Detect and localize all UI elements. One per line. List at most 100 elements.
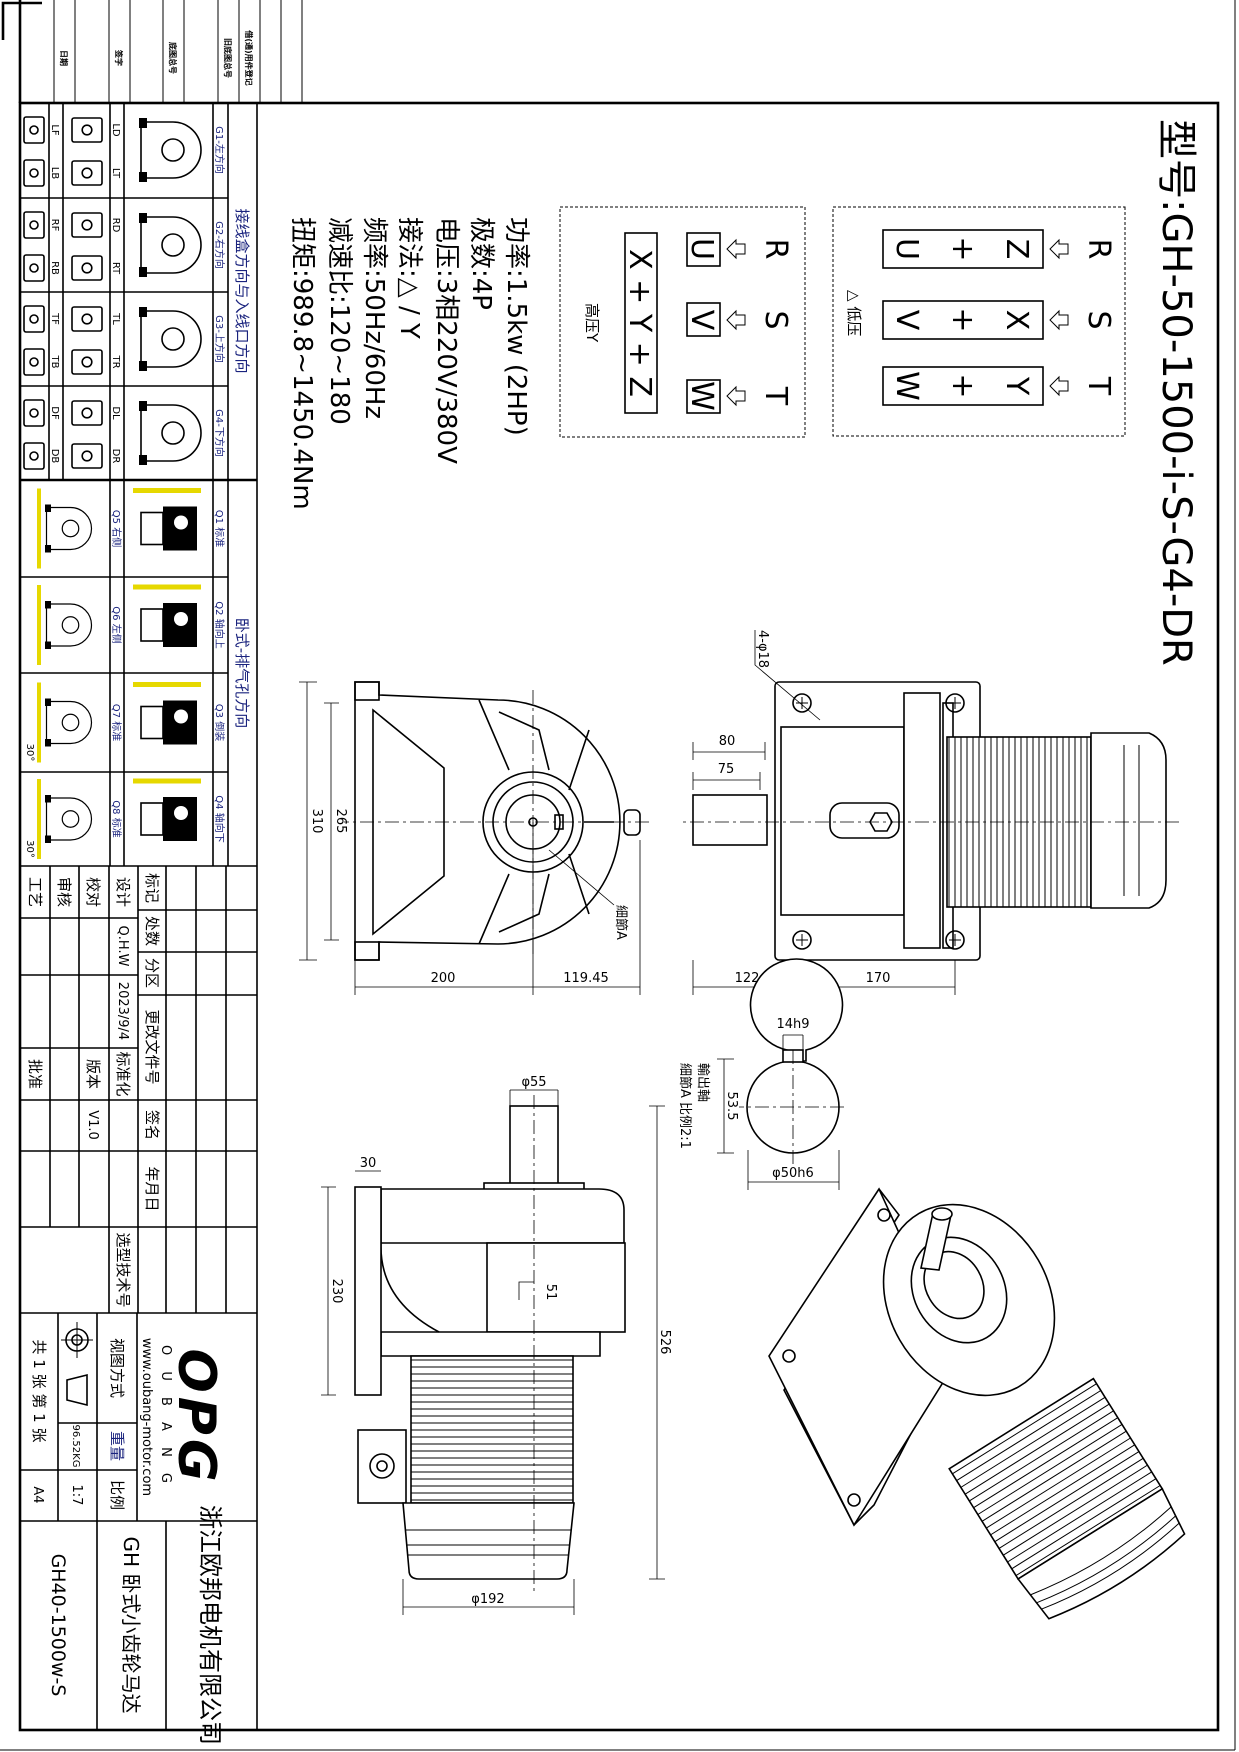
fin-line [998,1457,1144,1549]
fin-line [1007,1471,1152,1563]
shaft-detail-title: 輸出軸 [695,1063,710,1102]
mount-label-q1: Q1 标准 [213,510,225,547]
box-port [81,167,93,179]
shaft-circle [61,713,80,732]
fin-line [981,1430,1127,1522]
header-count: 处数 [143,916,161,946]
gearbox-outline [45,700,93,745]
role-design: 设计 [114,877,132,907]
terminal-plus: + [945,373,980,398]
dim-80: 80 [719,734,736,749]
terminal-v: V [684,310,719,331]
hole-spec: 4-φ18 [755,630,770,668]
wiring-high-voltage: R S T U V W X + Y + Z 高压Y [559,206,806,438]
gearbox-body [140,802,164,836]
foot [45,795,51,803]
spec-frequency: 频率:50Hz/60Hz [359,217,389,419]
junction-box-icon [23,305,45,333]
gearbox-orientation-icon [139,401,202,465]
mounting-header-left: 接线盒方向与入线口方向 [233,208,251,373]
spec-power: 功率:1.5kw (2HP) [501,217,531,436]
fin-line [990,1444,1135,1536]
box-port [29,451,39,461]
spec-poles: 极数:4P [466,217,496,310]
paper-size: A4 [30,1486,45,1503]
mounting-panel: 接线盒方向与入线口方向 卧式-排气孔方向 G1-左方向LDLTLFLBG2-右方… [20,103,258,1730]
mount-label-q5: Q5 右侧 [110,510,123,547]
brand-name: O U B A N G [158,1345,173,1489]
box-outline [23,211,45,239]
website: www.oubang-motor.com [139,1338,154,1496]
fin-line [986,1437,1131,1529]
terminal-x: X [999,310,1034,331]
box-outline [71,443,103,469]
approve-label: 批准 [26,1059,44,1089]
gearbox-outline [140,310,202,368]
junction-box-icon [23,399,45,427]
fin-line [1015,1485,1161,1576]
dim-51: 51 [543,1284,558,1301]
shaft-circle [61,616,80,634]
box-outline [71,117,103,143]
margin-register: 日期签字底图总号旧底图总号借(通)用件登记 [53,0,303,103]
gearbox-orientation-icon [45,698,93,747]
detail-a-label: 細節A [613,905,628,940]
arrow-down-icon [726,238,746,407]
box-outline [71,212,103,238]
gearbox-outline [45,603,93,647]
foot [139,118,147,128]
high-voltage-label: 高压Y [583,303,601,343]
terminal-w: W [889,371,924,401]
version-label: 版本 [84,1059,102,1089]
box-port [29,125,39,135]
scale-label: 比例 [108,1480,126,1510]
gearbox-outline [140,404,202,462]
angle-label: 30° [24,840,35,858]
motor-window [174,612,188,626]
box-outline [23,116,45,144]
dim-310: 310 [309,809,324,834]
mount-label-q2: Q2 轴向上 [213,601,226,648]
mount-hole-icon [792,693,965,950]
mount-label-g4: G4-下方向 [213,409,226,457]
mount-code: TF [49,312,60,325]
phase-t: T [758,386,793,406]
margin-label: 底图总号 [168,41,178,74]
shaft-circle [61,519,80,538]
terminal-z: Z [999,239,1034,260]
version-value: V1.0 [85,1110,100,1140]
box-outline [23,305,45,333]
projection-symbol-icon [61,1322,93,1407]
gearbox-outline [45,797,93,841]
junction-box-icon [23,442,45,470]
weight-value: 96.52KG [70,1425,81,1468]
box-port [81,313,93,325]
mount-code: LF [49,124,60,136]
motor-fins [411,1359,573,1501]
gearbox-orientation-icon [139,213,202,277]
foot [45,601,51,609]
gearbox-orientation-icon [45,601,93,649]
shaft-circle [161,138,185,162]
junction-box-icon [23,211,45,239]
mount-label-g3: G3-上方向 [213,315,226,363]
motor-window [174,806,188,820]
junction-box-icon [23,254,45,282]
dim-122: 122 [735,971,760,986]
margin-label: 日期 [59,50,69,66]
fin-line [1011,1478,1157,1570]
motor-orientation-icon [133,488,201,551]
box-outline [23,254,45,282]
fin-line [952,1383,1097,1475]
gearbox-orientation-icon [45,504,93,553]
mount-code: DB [49,449,60,464]
junction-box-icon [71,443,103,469]
motor-fins [952,1383,1161,1576]
margin-label: 签字 [114,49,124,66]
box-outline [71,306,103,332]
gearbox-body [140,511,164,546]
foot [139,267,147,277]
view-method-label: 视图方式 [108,1338,126,1398]
fin-line [994,1451,1140,1543]
spec-list: 功率:1.5kw (2HP) 极数:4P 电压:3相220V/380V 接法:△… [287,217,531,510]
